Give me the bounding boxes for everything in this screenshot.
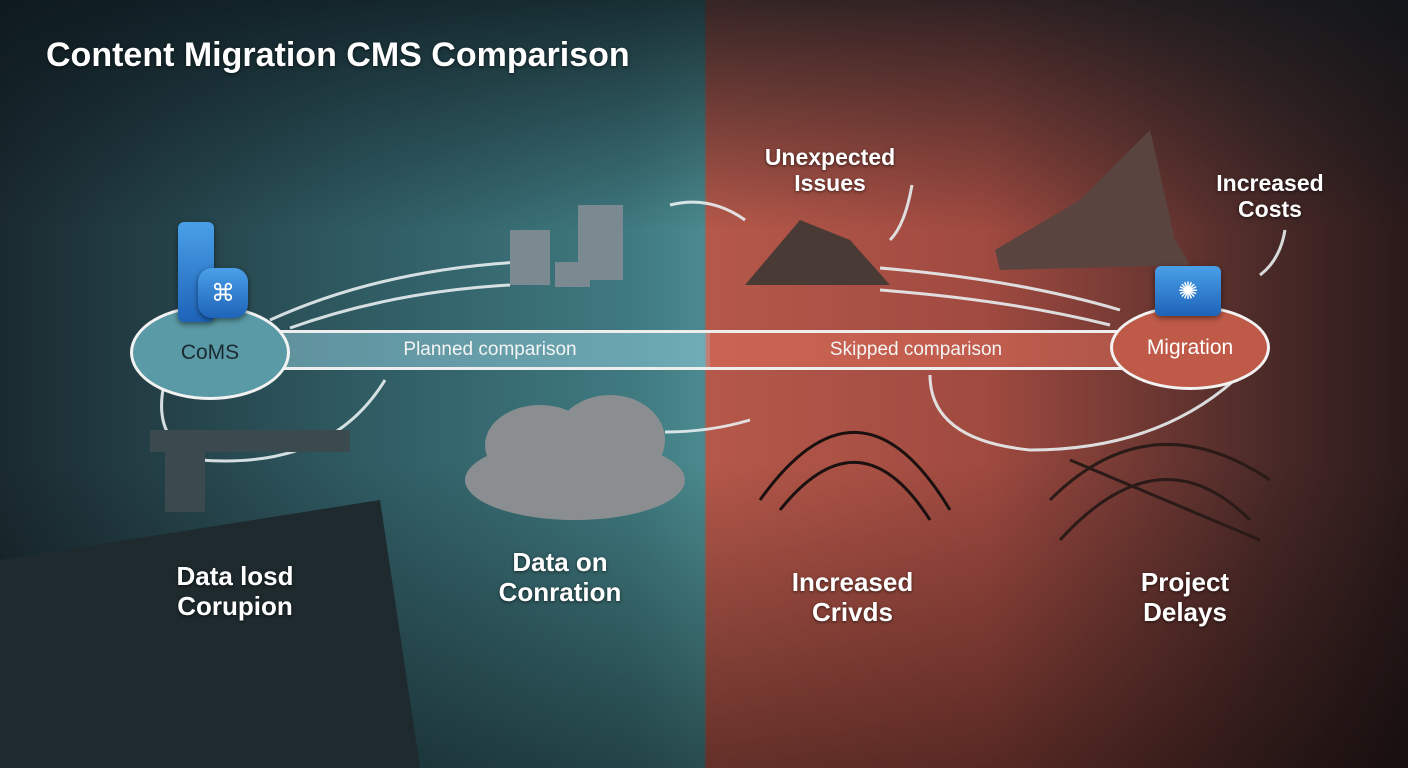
arrow-to-migration bbox=[879, 266, 1121, 312]
node-migration: Migration bbox=[1110, 305, 1270, 390]
cloud-illustration bbox=[465, 395, 685, 520]
curve-arrow-top bbox=[669, 200, 746, 222]
arrow-to-coms bbox=[269, 260, 521, 322]
callout-line: Unexpected bbox=[764, 144, 896, 170]
tangled-wire-illustration bbox=[1048, 443, 1271, 542]
loop-right bbox=[928, 373, 1242, 452]
thorn-wreath-illustration bbox=[758, 431, 952, 521]
callout-line: Increased bbox=[791, 567, 914, 597]
callout-line: Crivds bbox=[812, 596, 893, 627]
callout-line: Costs bbox=[1238, 196, 1302, 223]
rock-pile-illustration bbox=[745, 220, 890, 285]
callout-line: Delays bbox=[1143, 596, 1227, 627]
curve-arrow-mid bbox=[664, 418, 751, 434]
server-blocks-illustration bbox=[510, 205, 623, 287]
band-planned-comparison: Planned comparison bbox=[270, 330, 710, 370]
callout-line: Data losd bbox=[176, 561, 294, 591]
callout-line: Conration bbox=[498, 576, 622, 607]
callout-line: Project bbox=[1140, 567, 1230, 597]
loop-left bbox=[160, 379, 387, 463]
callout-line: Data on bbox=[512, 547, 608, 577]
band-skipped-comparison: Skipped comparison bbox=[706, 330, 1126, 370]
broken-bridge-illustration bbox=[0, 430, 420, 768]
curve-arrow-issues bbox=[888, 184, 914, 242]
curve-arrow-costs bbox=[1259, 229, 1287, 277]
migration-monitor-icon: ✺ bbox=[1155, 266, 1221, 316]
callout-line: Corupion bbox=[177, 590, 293, 621]
callout-line: Issues bbox=[794, 170, 866, 197]
mountain-illustration bbox=[995, 130, 1190, 270]
page-title: Content Migration CMS Comparison bbox=[46, 36, 630, 74]
callout-line: Increased bbox=[1216, 170, 1324, 196]
node-coms: CoMS bbox=[130, 305, 290, 400]
cms-network-icon: ⌘ bbox=[198, 268, 248, 318]
